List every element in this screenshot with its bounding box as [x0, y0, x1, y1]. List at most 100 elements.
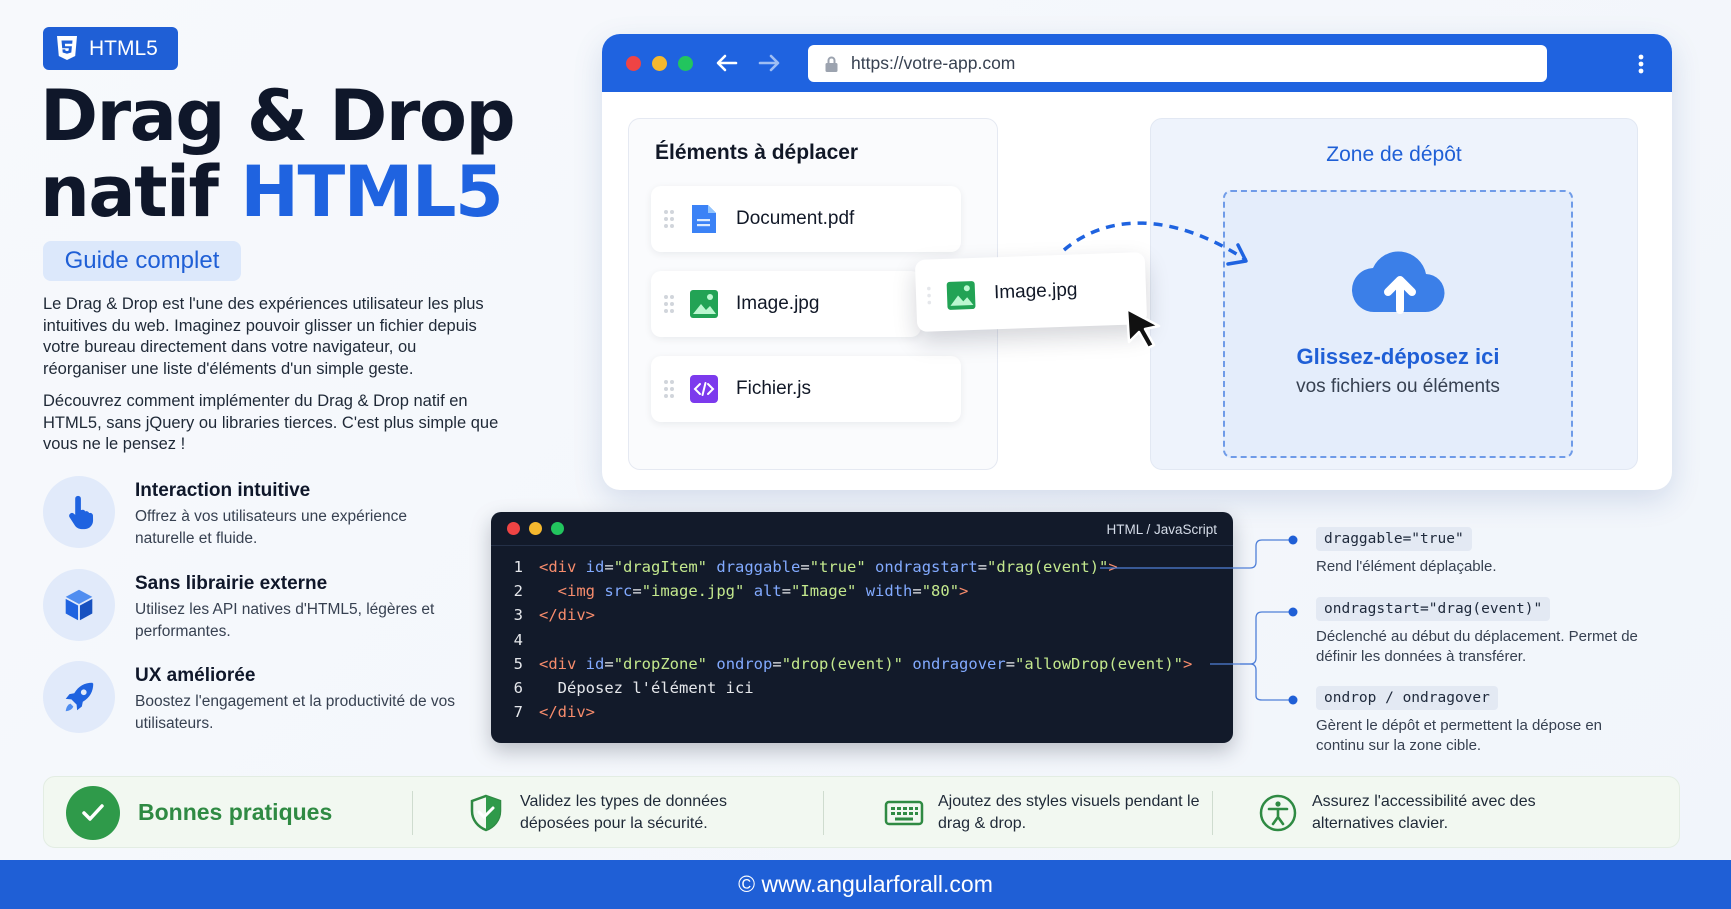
code-text: <img src="image.jpg" alt="Image" width="…: [557, 582, 969, 601]
line-number: 4: [513, 630, 523, 649]
forward-arrow-icon[interactable]: [754, 48, 784, 78]
back-arrow-icon[interactable]: [712, 48, 742, 78]
code-line: 1 <div id="dragItem" draggable="true" ond…: [491, 555, 1233, 579]
lock-icon: [825, 56, 838, 72]
browser-window: https://votre-app.com Éléments à déplace…: [602, 34, 1672, 490]
document-icon: [692, 205, 716, 233]
annotation-code: draggable="true": [1316, 527, 1472, 551]
intro-paragraph-1: Le Drag & Drop est l'une des expériences…: [43, 295, 484, 378]
tip-text: Ajoutez des styles visuels pendant le dr…: [938, 793, 1200, 832]
divider: [412, 791, 413, 835]
keyboard-icon: [884, 800, 924, 826]
draggable-items-panel: Éléments à déplacer Document.pdf: [628, 118, 998, 470]
annotation-draggable: draggable="true" Rend l'élément déplaçab…: [1316, 527, 1646, 577]
drag-path-arrow-icon: [1062, 221, 1248, 266]
dragged-item[interactable]: Image.jpg: [914, 252, 1148, 332]
title-line-2-plain: natif: [40, 151, 241, 233]
code-editor-header: HTML / JavaScript: [491, 512, 1233, 546]
feature-ux: UX améliorée Boostez l'engagement et la …: [43, 661, 473, 733]
url-text: https://votre-app.com: [851, 53, 1016, 73]
image-icon: [690, 290, 718, 318]
code-text: Déposez l'élément ici: [557, 678, 754, 697]
rocket-icon: [43, 661, 115, 733]
code-line: 3</div>: [491, 603, 1233, 627]
items-panel-title: Éléments à déplacer: [655, 141, 859, 164]
annotation-ondrop: ondrop / ondragover Gèrent le dépôt et p…: [1316, 686, 1646, 756]
annotation-code: ondragstart="drag(event)": [1316, 597, 1551, 621]
code-text: </div>: [539, 703, 595, 722]
title-line-2: natif HTML5: [40, 154, 520, 230]
line-number: 2: [513, 582, 523, 601]
code-line: 2 <img src="image.jpg" alt="Image" width…: [491, 579, 1233, 603]
drag-handle-icon[interactable]: [663, 379, 675, 399]
annotation-desc: Gèrent le dépôt et permettent la dépose …: [1316, 717, 1603, 754]
title-accent: HTML5: [240, 151, 503, 233]
window-close-dot[interactable]: [626, 56, 641, 71]
intro-paragraph-2: Découvrez comment implémenter du Drag & …: [43, 392, 499, 453]
page-title: Drag & Drop natif HTML5: [40, 78, 520, 230]
feature-title: UX améliorée: [135, 665, 256, 686]
pointer-hand-icon: [43, 476, 115, 548]
best-practices-title: Bonnes pratiques: [138, 799, 333, 825]
window-minimize-dot[interactable]: [652, 56, 667, 71]
annotation-code: ondrop / ondragover: [1316, 686, 1498, 710]
html5-badge: HTML5: [43, 27, 178, 70]
editor-maximize-dot: [551, 522, 564, 535]
drag-handle-icon[interactable]: [926, 285, 937, 305]
line-number: 6: [513, 678, 523, 697]
shield-check-icon: [470, 794, 502, 832]
draggable-item[interactable]: Image.jpg: [651, 271, 921, 337]
code-editor: HTML / JavaScript 1 <div id="dragItem" dr…: [491, 512, 1233, 743]
draggable-item[interactable]: Document.pdf: [651, 186, 961, 252]
drop-zone[interactable]: Glissez-déposez ici vos fichiers ou élém…: [1223, 190, 1573, 458]
footer: © www.angularforall.com: [0, 860, 1731, 909]
divider: [1212, 791, 1213, 835]
feature-desc: Offrez à vos utilisateurs une expérience…: [135, 508, 407, 547]
more-options-icon[interactable]: [1638, 54, 1644, 74]
html5-shield-icon: [57, 36, 77, 60]
drag-handle-icon[interactable]: [663, 209, 675, 229]
editor-minimize-dot: [529, 522, 542, 535]
intro-text: Le Drag & Drop est l'une des expériences…: [43, 294, 503, 456]
line-number: 7: [513, 703, 523, 722]
drag-handle-icon[interactable]: [663, 294, 675, 314]
code-line: 4: [491, 628, 1233, 652]
tip-text: Assurez l'accessibilité avec des alterna…: [1312, 793, 1536, 832]
feature-interaction: Interaction intuitive Offrez à vos utili…: [43, 476, 473, 548]
badge-label: HTML5: [89, 36, 158, 60]
window-maximize-dot[interactable]: [678, 56, 693, 71]
mouse-cursor-icon: [1125, 307, 1161, 350]
line-number: 1: [513, 558, 523, 576]
browser-toolbar: https://votre-app.com: [602, 34, 1672, 92]
code-file-icon: [690, 375, 718, 403]
annotation-connectors: [1100, 535, 1298, 705]
code-line: 5 <div id="dropZone" ondrop="drop(event)"…: [491, 652, 1233, 676]
divider: [823, 791, 824, 835]
accessibility-icon: [1259, 794, 1297, 832]
best-practices-bar: Bonnes pratiques Validez les types de do…: [43, 776, 1680, 848]
line-number: 5: [513, 654, 523, 673]
tip-text: Validez les types de données déposées po…: [520, 793, 727, 832]
item-label: Image.jpg: [736, 293, 820, 314]
address-bar[interactable]: https://votre-app.com: [808, 45, 1547, 82]
image-icon: [946, 281, 976, 310]
drop-zone-sub-text: vos fichiers ou éléments: [1296, 376, 1500, 397]
cloud-upload-icon: [1351, 251, 1445, 314]
drop-zone-title: Zone de dépôt: [1326, 143, 1462, 166]
checkmark-icon: [66, 786, 120, 840]
editor-close-dot: [507, 522, 520, 535]
drop-zone-main-text: Glissez-déposez ici: [1296, 344, 1500, 369]
code-language-label: HTML / JavaScript: [1106, 522, 1217, 537]
code-lines: 1 <div id="dragItem" draggable="true" ond…: [491, 555, 1233, 724]
feature-desc: Utilisez les API natives d'HTML5, légère…: [135, 601, 435, 640]
feature-title: Sans librairie externe: [135, 573, 328, 594]
title-line-1: Drag & Drop: [40, 75, 516, 157]
code-text: <div id="dropZone" ondrop="drop(event)" …: [539, 654, 1193, 673]
item-label: Document.pdf: [736, 208, 855, 229]
feature-desc: Boostez l'engagement et la productivité …: [135, 693, 456, 732]
annotation-desc: Rend l'élément déplaçable.: [1316, 558, 1497, 575]
feature-no-library: Sans librairie externe Utilisez les API …: [43, 569, 473, 641]
code-text: <div id="dragItem" draggable="true" ondr…: [539, 558, 1118, 576]
footer-link[interactable]: © www.angularforall.com: [738, 871, 993, 897]
draggable-item[interactable]: Fichier.js: [651, 356, 961, 422]
